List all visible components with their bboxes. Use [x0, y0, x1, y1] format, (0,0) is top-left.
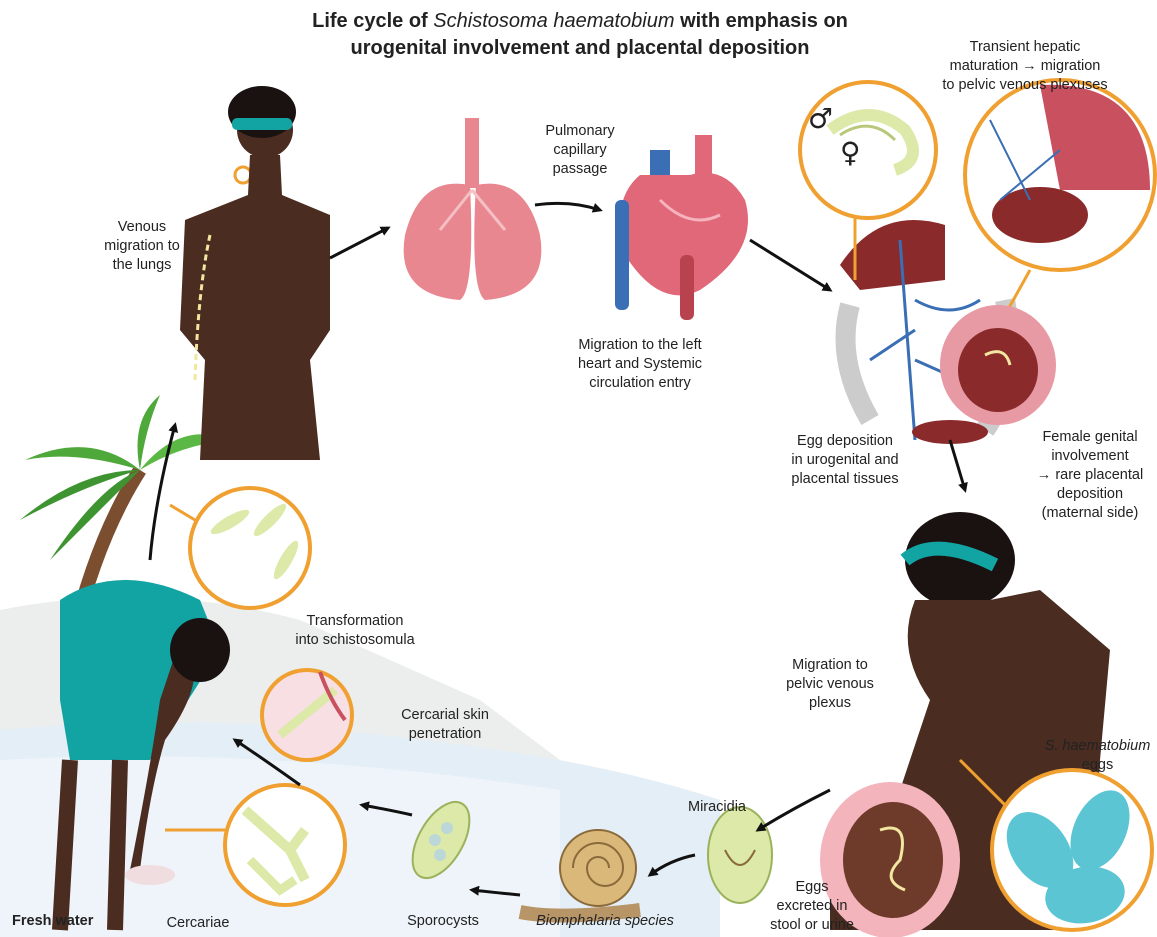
title-line-1: Life cycle of Schistosoma haematobium wi…: [200, 8, 960, 35]
label-line: Migration to the left: [555, 336, 725, 355]
title-suffix: with emphasis on: [675, 10, 848, 32]
title-species: Schistosoma haematobium: [433, 10, 674, 32]
label-line: Venous: [92, 218, 192, 237]
label-miracidia: Miracidia: [672, 798, 762, 817]
label-eggs-name: S. haematobium eggs: [1040, 737, 1155, 775]
lungs-icon: [404, 118, 542, 300]
label-hepatic-maturation: Transient hepatic maturation → migration…: [920, 38, 1130, 95]
female-symbol: ♀: [840, 136, 861, 169]
label-line: migration to: [92, 237, 192, 256]
label-snail: Biomphalaria species: [520, 912, 690, 931]
arrow-to-standing: [150, 425, 175, 560]
label-line: Migration to: [770, 656, 890, 675]
label-line: excreted in: [752, 897, 872, 916]
label-pulmonary-passage: Pulmonary capillary passage: [530, 122, 630, 179]
label-transformation: Transformation into schistosomula: [280, 612, 430, 650]
label-line: Cercarial skin: [385, 706, 505, 725]
label-line: → rare placental: [1025, 466, 1155, 485]
woman-standing-figure: [180, 86, 330, 460]
arrow-to-miracidia: [758, 790, 830, 830]
label-line: circulation entry: [555, 374, 725, 393]
title-prefix: Life cycle of: [312, 10, 433, 32]
label-line: eggs: [1040, 756, 1155, 775]
label-line: heart and Systemic: [555, 355, 725, 374]
label-line: deposition: [1025, 485, 1155, 504]
label-sporocysts: Sporocysts: [388, 912, 498, 931]
label-line: capillary: [530, 141, 630, 160]
arrow-to-abdomen: [750, 240, 830, 290]
label-female-genital: Female genital involvement → rare placen…: [1025, 428, 1155, 523]
label-venous-migration: Venous migration to the lungs: [92, 218, 192, 275]
male-symbol: ♂: [808, 102, 833, 135]
label-line: passage: [530, 160, 630, 179]
label-skin-penetration: Cercarial skin penetration: [385, 706, 505, 744]
label-line: (maternal side): [1025, 504, 1155, 523]
label-line: into schistosomula: [280, 631, 430, 650]
schistosomula-zoom: [170, 488, 310, 608]
label-line: Transient hepatic: [920, 38, 1130, 57]
arrow-to-pregnant: [950, 440, 965, 490]
title-line-2: urogenital involvement and placental dep…: [200, 35, 960, 62]
label-line: S. haematobium: [1040, 737, 1155, 756]
label-line: involvement: [1025, 447, 1155, 466]
label-line: placental tissues: [770, 470, 920, 489]
label-cercariae: Cercariae: [148, 914, 248, 933]
label-line: Egg deposition: [770, 432, 920, 451]
label-line: pelvic venous: [770, 675, 890, 694]
label-line: the lungs: [92, 256, 192, 275]
label-fresh-water: Fresh water: [12, 912, 132, 931]
label-line: Pulmonary: [530, 122, 630, 141]
arrow-to-lungs: [330, 228, 388, 258]
label-line: to pelvic venous plexuses: [920, 76, 1130, 95]
label-pelvic-migration: Migration to pelvic venous plexus: [770, 656, 890, 713]
label-left-heart: Migration to the left heart and Systemic…: [555, 336, 725, 393]
label-line: maturation → migration: [920, 57, 1130, 76]
label-line: stool or urine: [752, 916, 872, 935]
diagram-title: Life cycle of Schistosoma haematobium wi…: [200, 8, 960, 62]
label-eggs-excreted: Eggs excreted in stool or urine: [752, 878, 872, 935]
placenta-zoom: [940, 305, 1056, 425]
label-line: Eggs: [752, 878, 872, 897]
label-line: plexus: [770, 694, 890, 713]
skin-penetration-zoom: [262, 670, 352, 760]
arrow-to-heart: [535, 203, 600, 210]
heart-icon: [615, 135, 748, 320]
label-line: Female genital: [1025, 428, 1155, 447]
label-line: in urogenital and: [770, 451, 920, 470]
label-line: penetration: [385, 725, 505, 744]
label-egg-deposition: Egg deposition in urogenital and placent…: [770, 432, 920, 489]
label-line: Transformation: [280, 612, 430, 631]
